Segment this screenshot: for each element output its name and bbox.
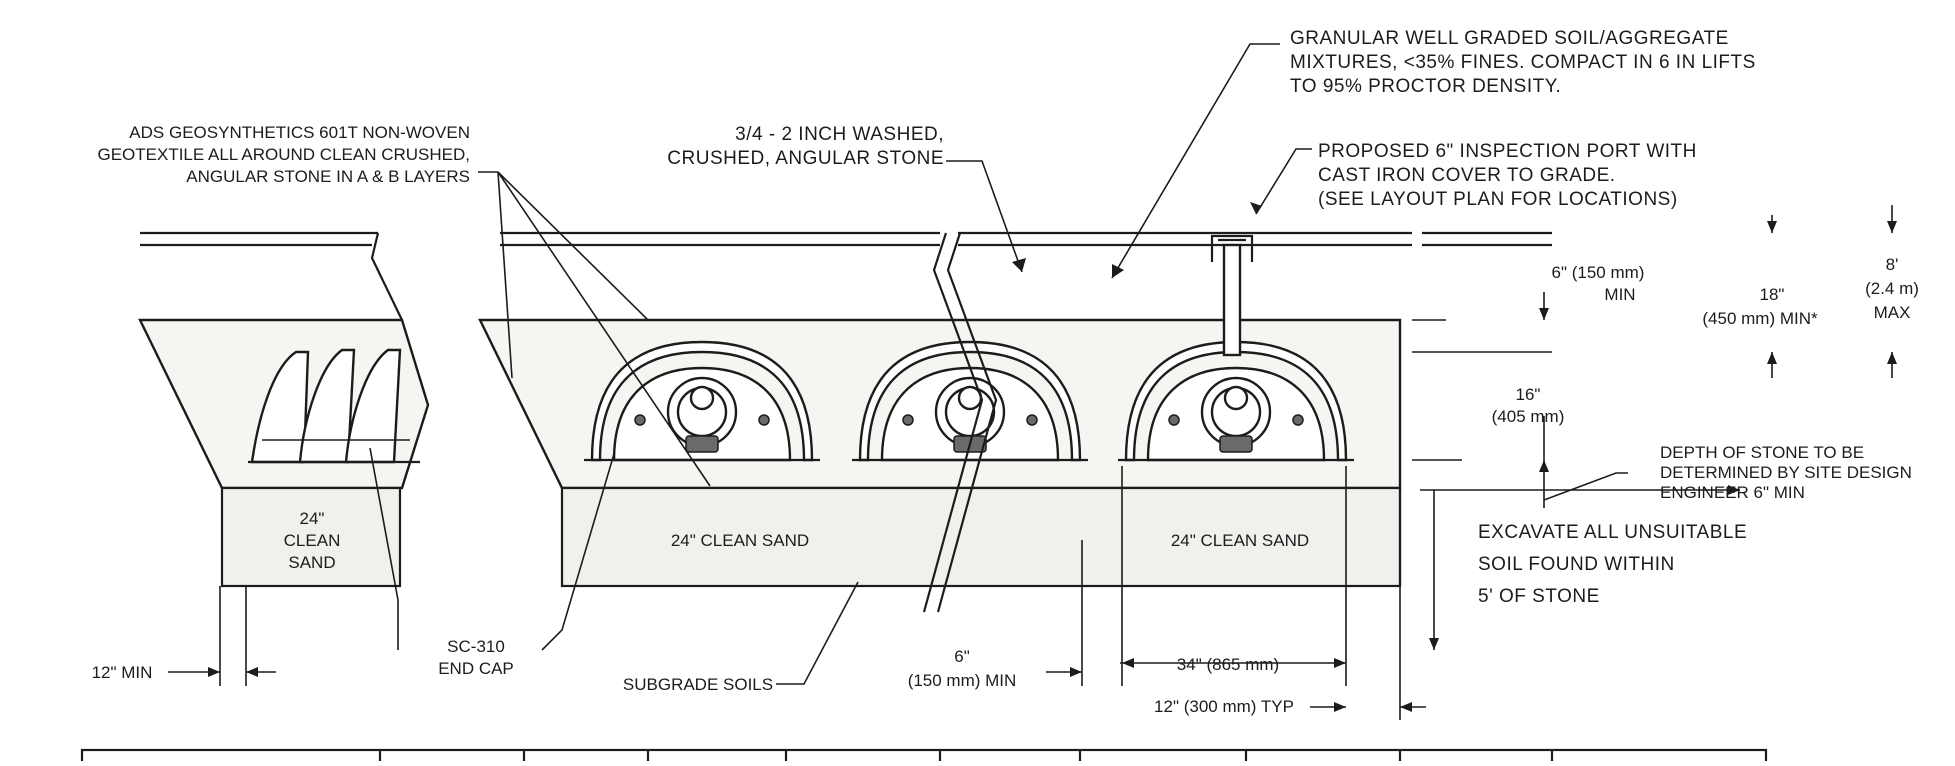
break-line bbox=[922, 232, 998, 613]
cover-18-line-2: (450 mm) MIN* bbox=[1702, 309, 1818, 328]
depth-note-line-2: DETERMINED BY SITE DESIGN bbox=[1660, 463, 1912, 482]
inspection-port-note-line-3: (SEE LAYOUT PLAN FOR LOCATIONS) bbox=[1318, 189, 1678, 210]
arrowheads bbox=[208, 202, 1897, 712]
chamber-3 bbox=[1118, 340, 1354, 462]
excavate-note-line-3: 5' OF STONE bbox=[1478, 586, 1600, 607]
inspection-port-note-line-1: PROPOSED 6" INSPECTION PORT WITH bbox=[1318, 141, 1697, 162]
inspection-port bbox=[1210, 234, 1254, 357]
cover-18-line-1: 18" bbox=[1760, 285, 1785, 304]
end-cap-label-line-2: END CAP bbox=[438, 659, 514, 678]
geotextile-note-line-2: GEOTEXTILE ALL AROUND CLEAN CRUSHED, bbox=[97, 145, 470, 164]
chamber-width-label: 34" (865 mm) bbox=[1177, 655, 1279, 674]
cover-min-line-2: MIN bbox=[1604, 285, 1635, 304]
chamber-height-line-2: (405 mm) bbox=[1492, 407, 1565, 426]
stone-note-line-1: 3/4 - 2 INCH WASHED, bbox=[735, 124, 944, 145]
excavate-note-line-1: EXCAVATE ALL UNSUITABLE bbox=[1478, 522, 1747, 543]
sand-right-label: 24" CLEAN SAND bbox=[1171, 531, 1309, 550]
chamber-1 bbox=[584, 340, 820, 462]
cover-max-line-1: 8' bbox=[1886, 255, 1899, 274]
stone-note-line-2: CRUSHED, ANGULAR STONE bbox=[667, 148, 944, 169]
finished-grade bbox=[140, 231, 1552, 321]
cover-max-line-2: (2.4 m) bbox=[1865, 279, 1919, 298]
geotextile-note-line-3: ANGULAR STONE IN A & B LAYERS bbox=[186, 167, 470, 186]
granular-note-line-2: MIXTURES, <35% FINES. COMPACT IN 6 IN LI… bbox=[1290, 52, 1756, 73]
sand-left-line-2: CLEAN bbox=[284, 531, 341, 550]
excavate-note-line-2: SOIL FOUND WITHIN bbox=[1478, 554, 1675, 575]
spacing-min-line-2: (150 mm) MIN bbox=[908, 671, 1017, 690]
chamber-height-line-1: 16" bbox=[1516, 385, 1541, 404]
sand-mid-label: 24" CLEAN SAND bbox=[671, 531, 809, 550]
cover-max-line-3: MAX bbox=[1874, 303, 1911, 322]
inspection-port-note-line-2: CAST IRON COVER TO GRADE. bbox=[1318, 165, 1616, 186]
leader-lines bbox=[369, 43, 1628, 685]
title-block-table bbox=[80, 748, 1768, 766]
edge-min-label: 12" MIN bbox=[92, 663, 153, 682]
end-cap-side-view bbox=[248, 348, 420, 464]
geotextile-note-line-1: ADS GEOSYNTHETICS 601T NON-WOVEN bbox=[129, 123, 470, 142]
granular-note-line-3: TO 95% PROCTOR DENSITY. bbox=[1290, 76, 1561, 97]
sand-left-line-3: SAND bbox=[288, 553, 335, 572]
sand-left-line-1: 24" bbox=[300, 509, 325, 528]
spacing-min-line-1: 6" bbox=[954, 647, 970, 666]
depth-note-line-1: DEPTH OF STONE TO BE bbox=[1660, 443, 1864, 462]
subgrade-label: SUBGRADE SOILS bbox=[623, 675, 773, 694]
side-typ-label: 12" (300 mm) TYP bbox=[1154, 697, 1294, 716]
end-cap-label-line-1: SC-310 bbox=[447, 637, 505, 656]
granular-note-line-1: GRANULAR WELL GRADED SOIL/AGGREGATE bbox=[1290, 28, 1729, 49]
cover-min-line-1: 6" (150 mm) bbox=[1552, 263, 1645, 282]
